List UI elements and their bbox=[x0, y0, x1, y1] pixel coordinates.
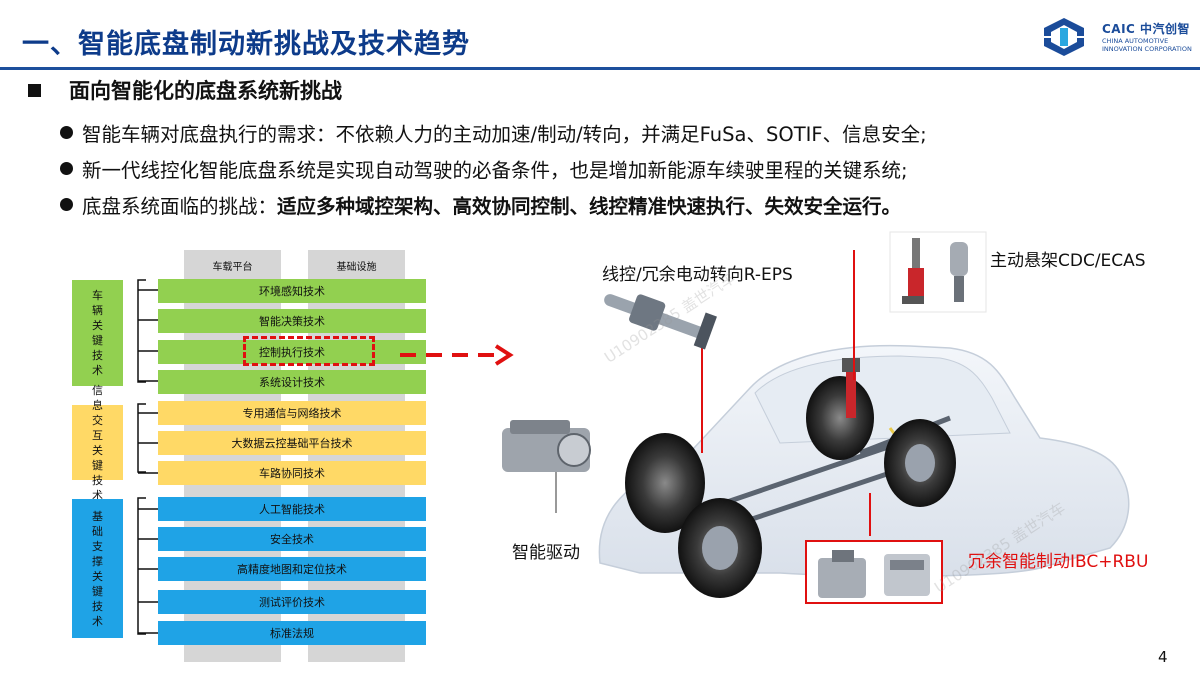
logo-sub-line2: INNOVATION CORPORATION bbox=[1102, 45, 1192, 53]
title-divider bbox=[0, 67, 1200, 70]
company-logo: CAIC 中汽创智 CHINA AUTOMOTIVE INNOVATION CO… bbox=[1034, 16, 1192, 56]
tech-bar-highlighted: 控制执行技术 bbox=[158, 340, 426, 364]
tech-bar: 标准法规 bbox=[158, 621, 426, 645]
group-brackets bbox=[137, 279, 158, 635]
tech-bar: 车路协同技术 bbox=[158, 461, 426, 485]
tech-bar: 测试评价技术 bbox=[158, 590, 426, 614]
callout-steering: 线控/冗余电动转向R-EPS bbox=[602, 265, 793, 285]
bullet-item: 智能车辆对底盘执行的需求：不依赖人力的主动加速/制动/转向，并满足FuSa、SO… bbox=[60, 114, 927, 150]
callout-drive: 智能驱动 bbox=[512, 543, 580, 563]
category-info-interaction-tech: 信息交互关键技术 bbox=[72, 384, 123, 502]
car-chassis-illustration bbox=[502, 231, 1130, 604]
tech-bar: 环境感知技术 bbox=[158, 279, 426, 303]
callout-brake: 冗余智能制动IBC+RBU bbox=[968, 552, 1149, 572]
tech-bar: 专用通信与网络技术 bbox=[158, 401, 426, 425]
logo-sub-line1: CHINA AUTOMOTIVE bbox=[1102, 37, 1169, 45]
page-number: 4 bbox=[1158, 648, 1168, 666]
bullet-item: 底盘系统面临的挑战：适应多种域控架构、高效协同控制、线控精准快速执行、失效安全运… bbox=[60, 186, 927, 222]
callout-suspension: 主动悬架CDC/ECAS bbox=[990, 251, 1146, 271]
category-vehicle-key-tech: 车辆关键技术 bbox=[72, 280, 123, 386]
tech-bar: 智能决策技术 bbox=[158, 309, 426, 333]
section-heading: 面向智能化的底盘系统新挑战 bbox=[28, 76, 342, 104]
tech-bar: 安全技术 bbox=[158, 527, 426, 551]
tech-bar: 高精度地图和定位技术 bbox=[158, 557, 426, 581]
bullet-item: 新一代线控化智能底盘系统是实现自动驾驶的必备条件，也是增加新能源车续驶里程的关键… bbox=[60, 150, 927, 186]
square-bullet-icon bbox=[28, 83, 41, 97]
tech-bar: 人工智能技术 bbox=[158, 497, 426, 521]
column-header: 车载平台 bbox=[212, 262, 253, 273]
bullet-dot-icon bbox=[60, 161, 73, 175]
tech-bar: 系统设计技术 bbox=[158, 370, 426, 394]
bullet-dot-icon bbox=[60, 125, 73, 139]
column-header: 基础设施 bbox=[336, 262, 377, 273]
highlight-dashed-box bbox=[243, 336, 375, 366]
bullet-bold-text: 适应多种域控架构、高效协同控制、线控精准快速执行、失效安全运行。 bbox=[277, 194, 902, 218]
bullet-text: 智能车辆对底盘执行的需求：不依赖人力的主动加速/制动/转向，并满足FuSa、SO… bbox=[82, 122, 927, 146]
category-foundation-tech: 基础支撑关键技术 bbox=[72, 499, 123, 638]
logo-main-text: CAIC 中汽创智 bbox=[1102, 22, 1191, 36]
bullet-text: 新一代线控化智能底盘系统是实现自动驾驶的必备条件，也是增加新能源车续驶里程的关键… bbox=[82, 158, 908, 182]
dashed-arrow-icon bbox=[400, 344, 514, 366]
bullet-text: 底盘系统面临的挑战： bbox=[82, 194, 278, 218]
tech-bar: 大数据云控基础平台技术 bbox=[158, 431, 426, 455]
slide-title: 一、智能底盘制动新挑战及技术趋势 bbox=[22, 29, 470, 60]
caic-logo-icon bbox=[1044, 18, 1084, 56]
section-heading-text: 面向智能化的底盘系统新挑战 bbox=[69, 79, 342, 103]
bullet-dot-icon bbox=[60, 197, 73, 211]
bullet-list: 智能车辆对底盘执行的需求：不依赖人力的主动加速/制动/转向，并满足FuSa、SO… bbox=[60, 114, 927, 222]
